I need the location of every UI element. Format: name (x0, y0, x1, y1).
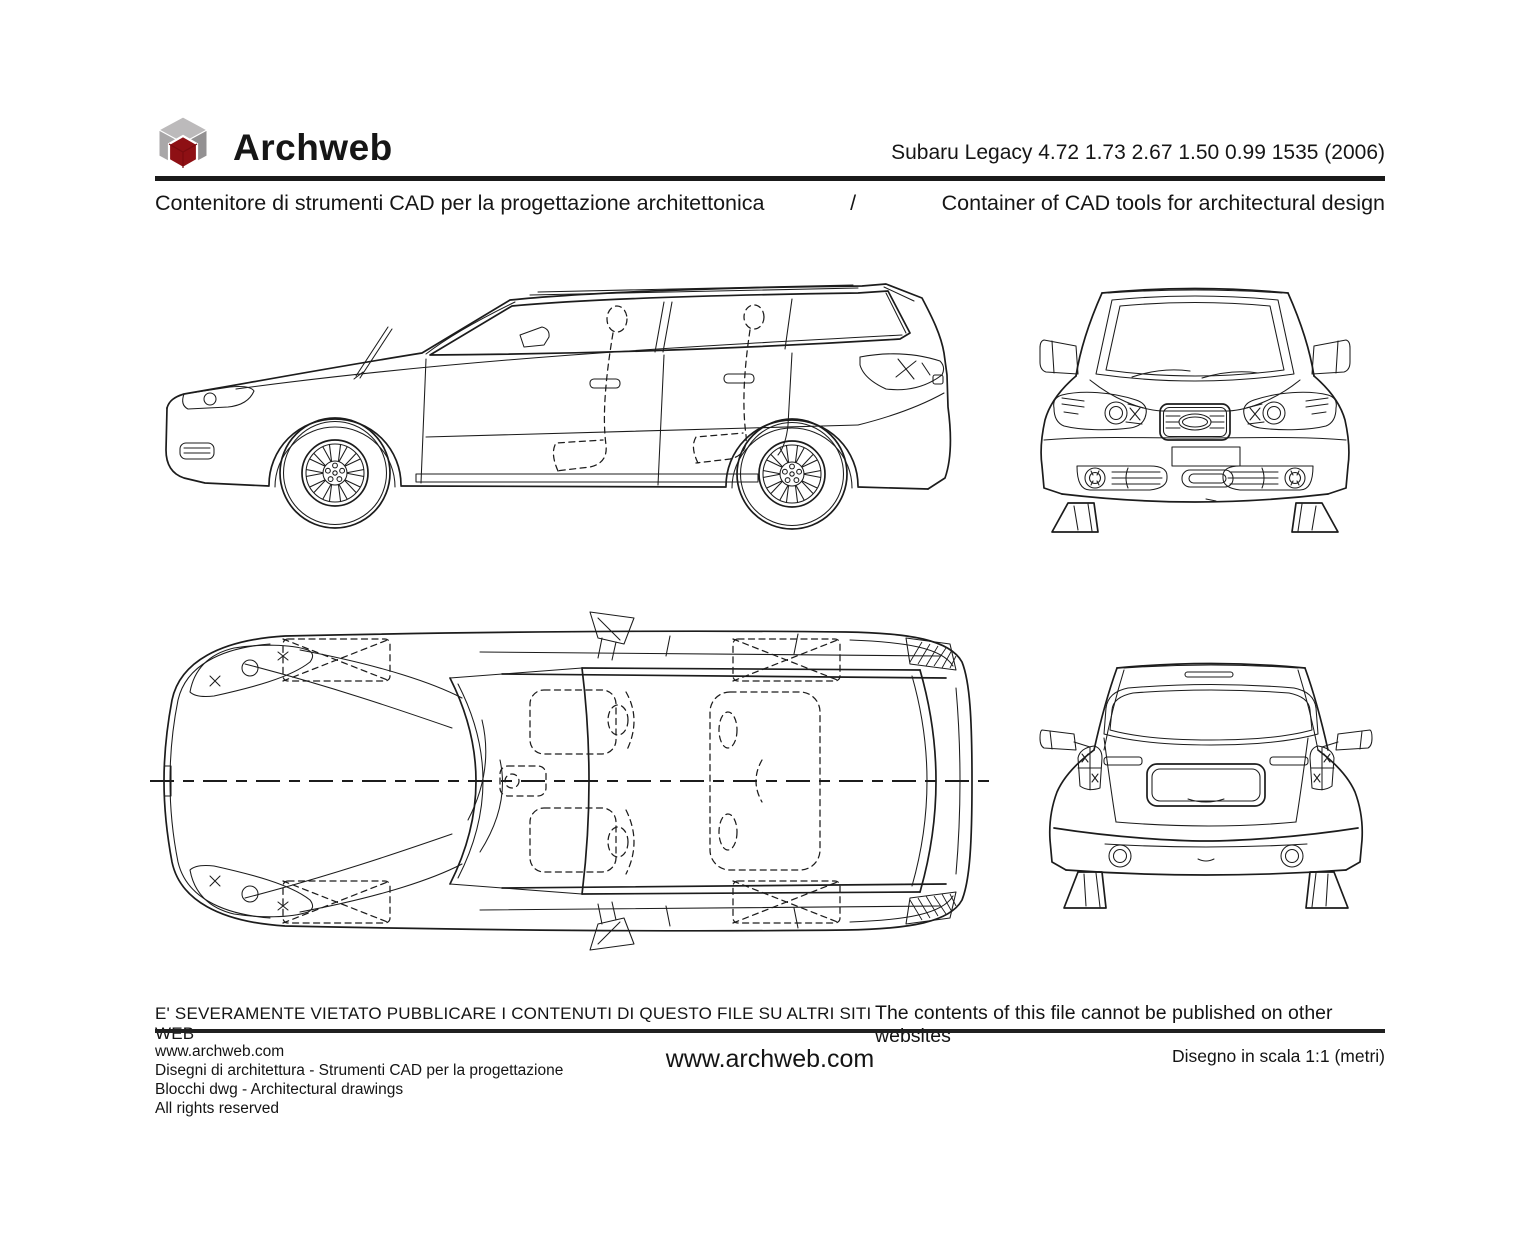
footer-rule (155, 1029, 1385, 1033)
footer-info-block: www.archweb.com Disegni di architettura … (155, 1042, 675, 1118)
rear-upper (1039, 662, 1373, 751)
side-body-lines (179, 326, 945, 486)
subtitle-italian: Contenitore di strumenti CAD per la prog… (155, 191, 765, 215)
front-body (1040, 375, 1350, 503)
side-interior-dashed (552, 304, 765, 472)
top-windshield (449, 667, 590, 895)
front-grille (1159, 403, 1231, 441)
notice-english: The contents of this file cannot be publ… (875, 1002, 1333, 1047)
top-hood-lines (244, 649, 463, 913)
side-front-wheel (280, 418, 390, 528)
notice-italian: E' SEVERAMENTE VIETATO PUBBLICARE I CONT… (155, 1004, 872, 1043)
front-view-drawing (1039, 287, 1351, 533)
rear-view-drawing (1039, 662, 1373, 909)
logo-wordmark: Archweb (233, 127, 393, 168)
subtitle-separator: / (850, 191, 857, 215)
sheet-title: Subaru Legacy 4.72 1.73 2.67 1.50 0.99 1… (891, 141, 1385, 164)
archweb-cube-icon (157, 116, 209, 170)
top-interior-dashed (499, 689, 821, 875)
rear-taillights (1077, 745, 1335, 791)
footer-url-small: www.archweb.com (155, 1043, 285, 1060)
copyright-notice: E' SEVERAMENTE VIETATO PUBBLICARE I CONT… (155, 1002, 1385, 1048)
footer-url-large: www.archweb.com (665, 1045, 875, 1073)
footer-scale-note: Disegno in scala 1:1 (metri) (1172, 1046, 1385, 1066)
front-wheels (1051, 502, 1339, 533)
top-wheels-dashed (282, 638, 841, 924)
front-upper (1039, 287, 1351, 382)
front-bumper (1076, 446, 1314, 502)
footer-line-english: Blocchi dwg - Architectural drawings (155, 1081, 404, 1098)
top-headlights (189, 644, 314, 918)
side-view-drawing (165, 283, 952, 537)
rear-license-recess (1146, 763, 1266, 807)
subtitle-english: Container of CAD tools for architectural… (941, 191, 1385, 215)
side-glasshouse (425, 284, 915, 356)
top-mirrors (589, 611, 635, 951)
header-rule (155, 176, 1385, 181)
footer-line-italian: Disegni di architettura - Strumenti CAD … (155, 1062, 564, 1079)
top-view-drawing (150, 611, 990, 951)
front-headlights (1053, 391, 1337, 431)
top-roof (479, 633, 961, 929)
sheet-subtitle: Contenitore di strumenti CAD per la prog… (155, 191, 1385, 216)
footer-rights: All rights reserved (155, 1100, 280, 1117)
side-body-outline (165, 283, 952, 490)
top-rear-hatch-vents (905, 637, 957, 925)
top-outline (163, 630, 973, 932)
rear-wheels (1063, 871, 1349, 909)
header-logo: Archweb (155, 114, 1385, 172)
rear-body (1048, 737, 1364, 871)
rear-bumper (1053, 827, 1359, 876)
